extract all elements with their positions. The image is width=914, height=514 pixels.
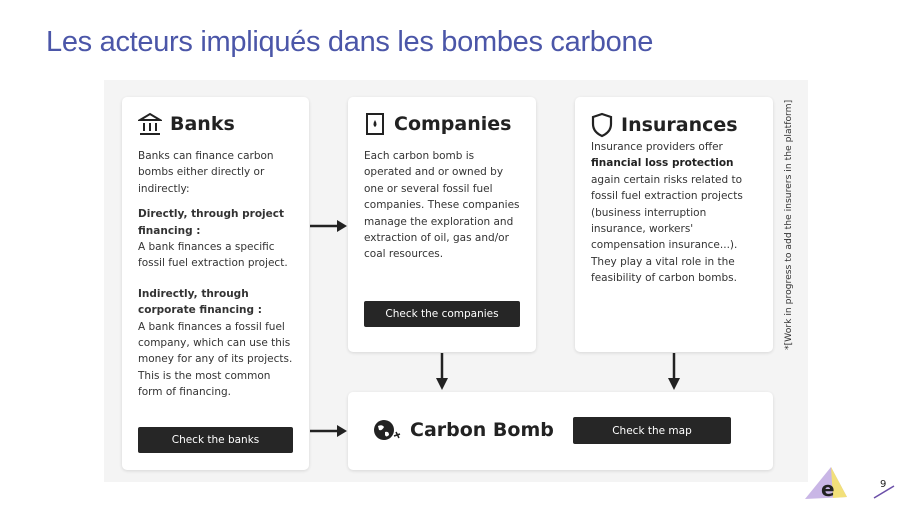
banks-indirect-label: Indirectly, through corporate financing …: [138, 287, 262, 317]
banks-heading: Banks: [138, 112, 293, 136]
banks-indirect-text: A bank finances a fossil fuel company, w…: [138, 320, 293, 399]
carbon-bomb-heading: Carbon Bomb: [372, 418, 554, 442]
carbon-bomb-title: Carbon Bomb: [410, 419, 554, 441]
check-banks-button[interactable]: Check the banks: [138, 427, 293, 453]
side-note: *[Work in progress to add the insurers i…: [783, 99, 794, 350]
banks-intro: Banks can finance carbon bombs either di…: [138, 150, 274, 195]
banks-direct-text: A bank finances a specific fossil fuel e…: [138, 241, 288, 270]
insurances-bold: financial loss protection: [591, 157, 734, 170]
insurances-text-after: again certain risks related to fossil fu…: [591, 173, 743, 285]
check-map-button[interactable]: Check the map: [573, 417, 731, 444]
arrow-banks-to-companies: [310, 220, 347, 232]
slide-title: Les acteurs impliqués dans les bombes ca…: [46, 26, 654, 58]
shield-icon: [591, 112, 613, 138]
check-companies-button[interactable]: Check the companies: [364, 301, 520, 327]
insurances-heading: Insurances: [591, 112, 757, 138]
insurances-text: Insurance providers offer financial loss …: [591, 139, 757, 287]
banks-title: Banks: [170, 113, 235, 135]
banks-card: Banks Banks can finance carbon bombs eit…: [122, 97, 309, 470]
globe-bomb-icon: [374, 420, 401, 440]
arrow-banks-to-carbon-bomb: [310, 425, 347, 437]
banks-direct-label: Directly, through project financing :: [138, 208, 285, 237]
logo-icon: e: [805, 467, 847, 501]
insurances-text-before: Insurance providers offer: [591, 141, 723, 153]
page-number: 9: [880, 479, 887, 490]
companies-heading: Companies: [364, 112, 520, 136]
insurances-title: Insurances: [621, 114, 738, 136]
companies-card: Companies Each carbon bomb is operated a…: [348, 97, 536, 352]
page-slash-decoration: [873, 485, 895, 499]
arrow-insurances-to-carbon-bomb: [668, 353, 680, 390]
companies-title: Companies: [394, 113, 512, 135]
insurances-card: Insurances Insurance providers offer fina…: [575, 97, 773, 352]
bank-icon: [138, 112, 162, 135]
oil-barrel-icon: [366, 113, 384, 135]
svg-text:e: e: [821, 477, 835, 501]
companies-text: Each carbon bomb is operated and or owne…: [364, 150, 520, 261]
arrow-companies-to-carbon-bomb: [436, 353, 448, 390]
